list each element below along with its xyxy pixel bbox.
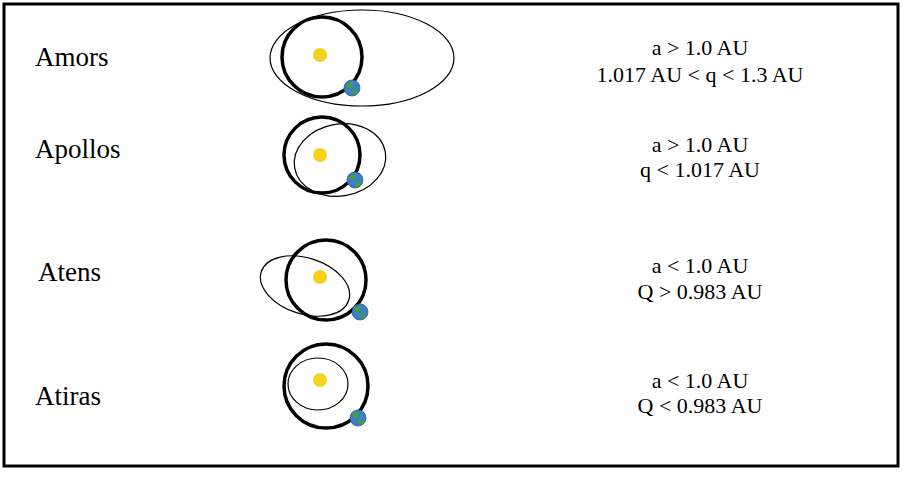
frame-border xyxy=(4,4,898,466)
class-name: Amors xyxy=(35,43,109,73)
atira-orbits xyxy=(284,344,368,428)
orbit-condition: Q < 0.983 AU xyxy=(638,394,763,418)
class-name: Atiras xyxy=(35,382,101,412)
apollo-orbits xyxy=(284,117,392,204)
amor-orbits xyxy=(270,10,454,106)
orbit-condition: a < 1.0 AU xyxy=(652,254,749,278)
orbit-condition: 1.017 AU < q < 1.3 AU xyxy=(597,63,804,87)
orbit-condition: Q > 0.983 AU xyxy=(638,280,763,304)
orbit-condition: q < 1.017 AU xyxy=(640,158,760,182)
class-name: Atens xyxy=(38,258,101,288)
orbit-condition: a < 1.0 AU xyxy=(652,369,749,393)
aten-orbits xyxy=(253,240,368,327)
orbit-condition: a > 1.0 AU xyxy=(652,36,749,60)
class-name: Apollos xyxy=(35,135,121,165)
orbit-condition: a > 1.0 AU xyxy=(652,133,749,157)
